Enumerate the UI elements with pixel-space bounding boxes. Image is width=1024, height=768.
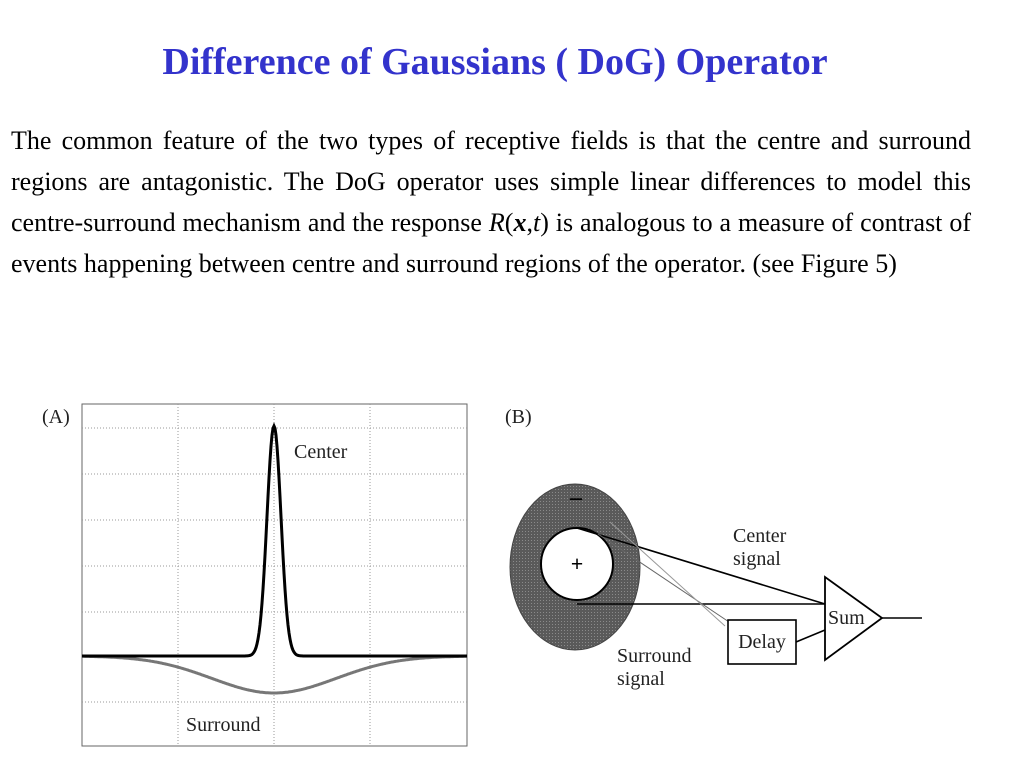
center-curve-label: Center — [294, 441, 348, 463]
math-t: t — [532, 208, 541, 237]
math-open-paren: ( — [504, 208, 514, 237]
sum-label: Sum — [828, 607, 865, 629]
delay-box — [727, 619, 797, 665]
panel-a: (A) Center Surround — [42, 403, 468, 747]
panel-b-label: (B) — [505, 406, 532, 428]
figure-5: (A) Center Surround (B) – + Delay — [42, 403, 922, 747]
surround-curve — [82, 654, 467, 695]
plot-grid — [82, 404, 467, 746]
math-close-paren: ) — [540, 208, 549, 237]
center-signal-label-1: Center — [733, 525, 787, 547]
panel-a-label: (A) — [42, 406, 70, 428]
math-comma: , — [526, 208, 533, 237]
surround-signal-line-2 — [609, 521, 726, 627]
math-x: x — [513, 208, 527, 237]
sum-amplifier — [824, 575, 884, 662]
delay-to-sum-line — [795, 629, 826, 643]
paragraph-text-1: The common feature of the two types of r… — [11, 126, 971, 237]
panel-b: (B) – + Delay Sum Center signal Surround… — [505, 406, 922, 690]
delay-label: Delay — [738, 631, 786, 653]
math-R: R — [488, 208, 505, 237]
surround-signal-label-1: Surround — [617, 645, 691, 667]
surround-signal-label-2: signal — [617, 668, 665, 690]
center-curve — [82, 422, 467, 658]
surround-signal-line — [597, 533, 736, 627]
center-signal-line-upper — [576, 527, 826, 605]
surround-curve-label: Surround — [186, 714, 260, 736]
center-signal-label-2: signal — [733, 548, 781, 570]
plus-sign: + — [571, 551, 584, 576]
body-paragraph: The common feature of the two types of r… — [11, 120, 971, 284]
minus-sign: – — [569, 485, 583, 511]
paragraph-text-2: is analogous to a measure of contrast of… — [11, 208, 971, 278]
slide-title: Difference of Gaussians ( DoG) Operator — [162, 41, 828, 83]
